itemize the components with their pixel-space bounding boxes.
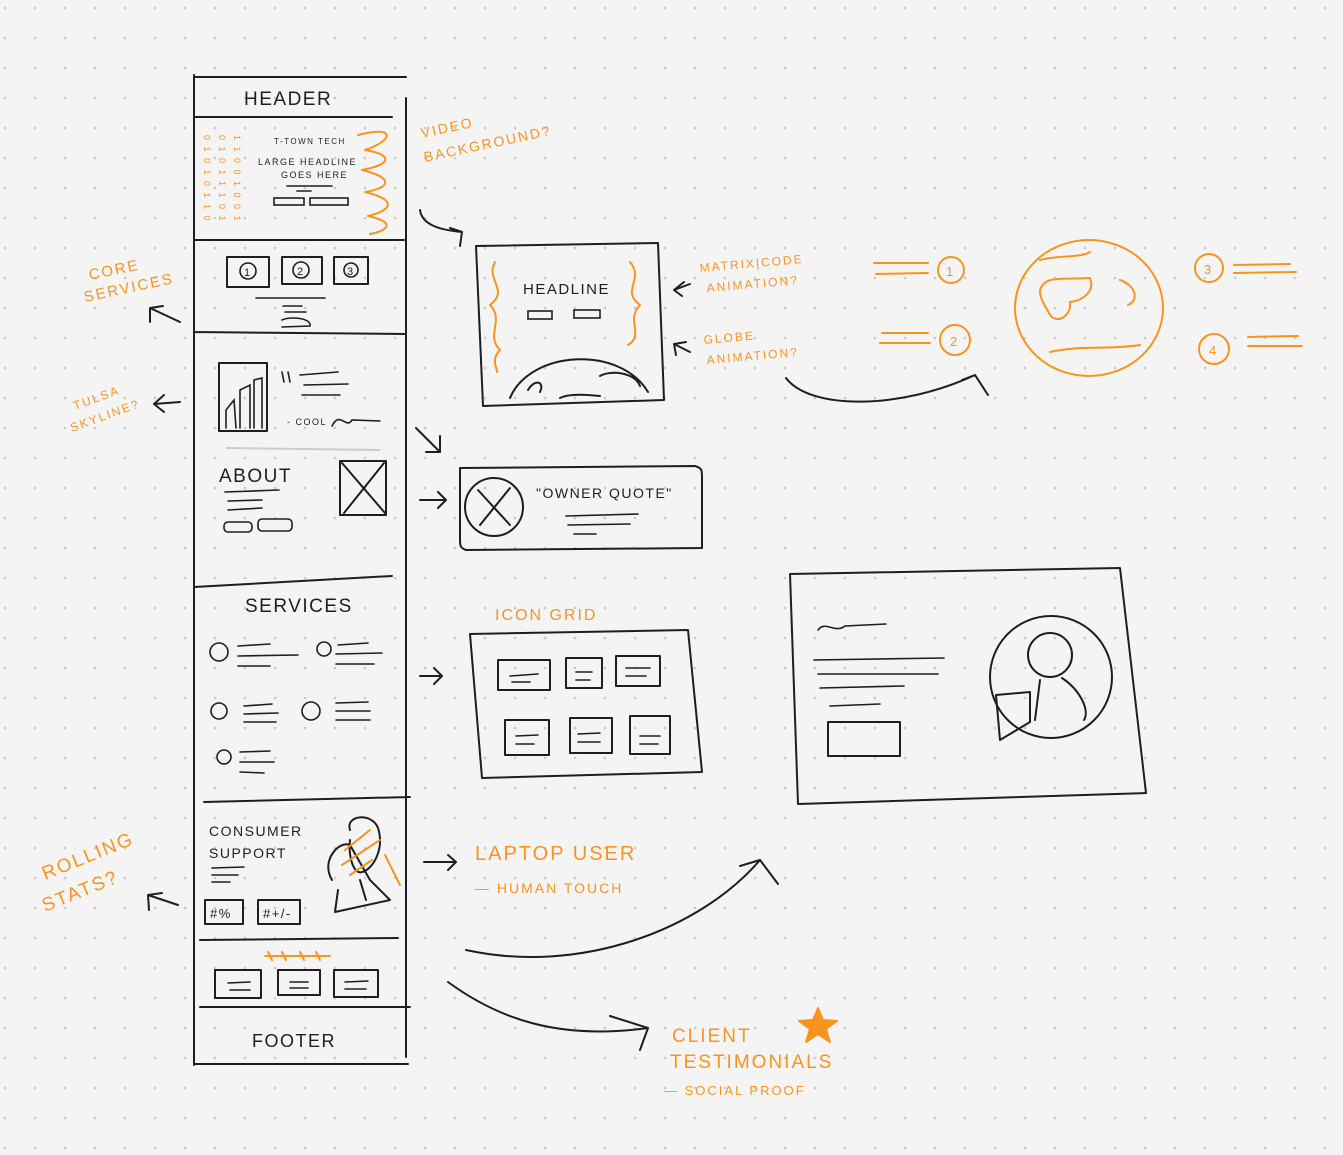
arrow-icon xyxy=(673,281,691,356)
service-card xyxy=(281,256,323,285)
note-icon-grid: ICON GRID xyxy=(495,607,597,624)
service-number: 3 xyxy=(347,266,355,278)
star-icon xyxy=(798,1007,838,1043)
arrow-icon xyxy=(147,892,179,911)
note-social-proof: — SOCIAL PROOF xyxy=(664,1083,806,1098)
stat-box xyxy=(204,899,244,925)
binary-column: 0 1 0 1 1 1 0 1 xyxy=(217,135,227,223)
arrow-icon xyxy=(785,374,989,403)
hero-section: 0 1 0 1 0 1 1 0 0 1 0 1 1 1 0 1 1 1 0 0 … xyxy=(202,130,389,235)
testimonial-card xyxy=(214,969,262,999)
core-services-section: 1 2 3 xyxy=(226,256,369,328)
cta-button-placeholder xyxy=(827,721,901,757)
skyline-image xyxy=(218,362,268,432)
testimonial-card xyxy=(333,969,379,998)
note-client-testimonials: TESTIMONIALS xyxy=(670,1052,833,1073)
support-section: CONSUMER SUPPORT #% #+/- xyxy=(204,816,401,925)
laptop-user-illustration xyxy=(327,816,391,913)
globe-callout-number: 2 xyxy=(950,334,959,349)
arrow-icon xyxy=(149,305,181,323)
footer-label: FOOTER xyxy=(252,1031,336,1051)
testimonial-card xyxy=(277,969,321,996)
service-number: 1 xyxy=(244,267,252,279)
note-client-testimonials: CLIENT xyxy=(672,1026,752,1047)
support-heading-line-1: CONSUMER xyxy=(209,823,303,839)
stat-value: #+/- xyxy=(263,906,292,921)
hero-button xyxy=(273,197,305,206)
detail-headline: HEADLINE xyxy=(523,281,610,298)
note-globe-animation: GLOBE xyxy=(703,329,755,347)
globe-detail: 1 2 3 4 xyxy=(873,239,1303,377)
image-placeholder xyxy=(339,460,387,516)
arrow-icon xyxy=(153,394,181,413)
arrow-icon xyxy=(447,981,649,1051)
header-label: HEADER xyxy=(244,89,332,110)
brand-name: T-TOWN TECH xyxy=(274,137,346,146)
testimonials-section xyxy=(214,951,379,999)
hero-button xyxy=(309,197,349,206)
laptop-user-detail xyxy=(789,567,1147,805)
arrow-icon xyxy=(419,667,443,685)
globe-callout-number: 1 xyxy=(946,264,955,279)
hero-headline-line-1: LARGE HEADLINE xyxy=(258,157,357,167)
page-wireframe: HEADER 0 1 0 1 0 1 1 0 0 1 0 1 1 1 0 1 1… xyxy=(193,74,411,1066)
stat-value: #% xyxy=(210,906,232,921)
globe-callout-number: 3 xyxy=(1204,262,1213,277)
about-button xyxy=(257,518,293,532)
about-button xyxy=(223,521,253,533)
hero-headline-line-2: GOES HERE xyxy=(281,170,348,180)
services-section: SERVICES xyxy=(209,596,383,774)
about-section: - COOL ABOUT xyxy=(218,362,387,533)
service-card xyxy=(333,256,369,285)
services-heading: SERVICES xyxy=(245,596,353,617)
service-number: 2 xyxy=(297,266,305,278)
icon-grid-detail xyxy=(469,629,703,779)
note-laptop-user: LAPTOP USER xyxy=(475,843,636,865)
note-human-touch: — HUMAN TOUCH xyxy=(475,880,623,896)
owner-quote-label: "OWNER QUOTE" xyxy=(536,485,673,501)
owner-quote-detail: "OWNER QUOTE" xyxy=(459,465,703,551)
stat-box xyxy=(257,899,301,925)
globe-callout-number: 4 xyxy=(1209,343,1218,358)
service-card xyxy=(226,256,270,288)
quote-attribution: - COOL xyxy=(287,417,327,427)
arrow-icon xyxy=(415,427,447,509)
binary-column: 0 1 0 1 0 1 1 0 xyxy=(202,135,212,223)
arrow-icon xyxy=(423,854,457,871)
arrow-icon xyxy=(465,859,779,958)
arrow-icon xyxy=(419,209,463,247)
binary-column: 1 1 0 0 1 0 0 1 xyxy=(232,135,242,223)
about-heading: ABOUT xyxy=(219,466,292,487)
support-heading-line-2: SUPPORT xyxy=(209,845,287,861)
